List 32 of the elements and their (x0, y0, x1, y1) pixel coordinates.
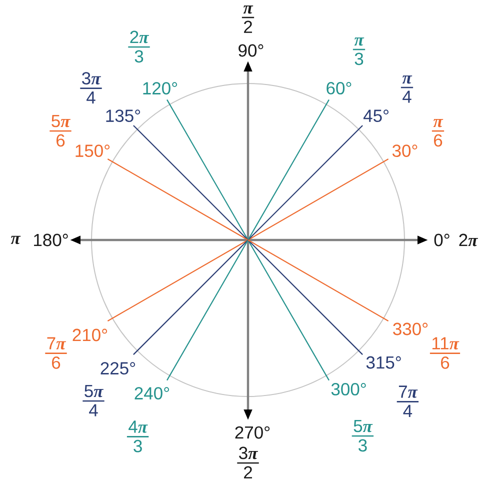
radian-label: 4π 3 (126, 420, 149, 452)
radian-label: 7π 6 (45, 337, 67, 369)
radian-label: 3π 2 (237, 446, 259, 478)
radian-label: 5π 4 (82, 384, 104, 416)
degree-label: 150° (76, 144, 110, 157)
degree-label: 0° (434, 234, 450, 246)
degree-label: 210° (72, 328, 108, 342)
degree-label: 315° (366, 356, 401, 369)
degree-label: 30° (392, 144, 418, 157)
radian-label: 11π 6 (430, 337, 460, 369)
radian-label: 3π 4 (80, 72, 102, 104)
radian-label: π 4 (400, 75, 414, 103)
degree-label: 180° (34, 234, 68, 246)
radian-label: 7π 4 (396, 386, 419, 417)
radian-label: π 2 (242, 5, 254, 33)
degree-label: 270° (235, 426, 270, 439)
radian-label: π 3 (352, 37, 366, 66)
degree-label: 120° (143, 82, 178, 94)
degree-label: 225° (100, 362, 136, 374)
radian-label: 5π 6 (50, 114, 72, 147)
degree-label: 330° (393, 322, 428, 336)
radian-label: 5π 3 (352, 420, 374, 452)
degree-label: 45° (363, 110, 388, 122)
radian-label: π (10, 236, 21, 244)
degree-label: 90° (238, 44, 264, 57)
radian-label: 2π 3 (128, 30, 150, 63)
degree-label: 60° (326, 82, 352, 94)
radian-label: π 6 (432, 118, 444, 147)
degree-label: 135° (106, 110, 140, 122)
radian-label: 2π (459, 234, 478, 246)
degree-label: 240° (134, 387, 170, 400)
degree-label: 300° (331, 383, 366, 396)
